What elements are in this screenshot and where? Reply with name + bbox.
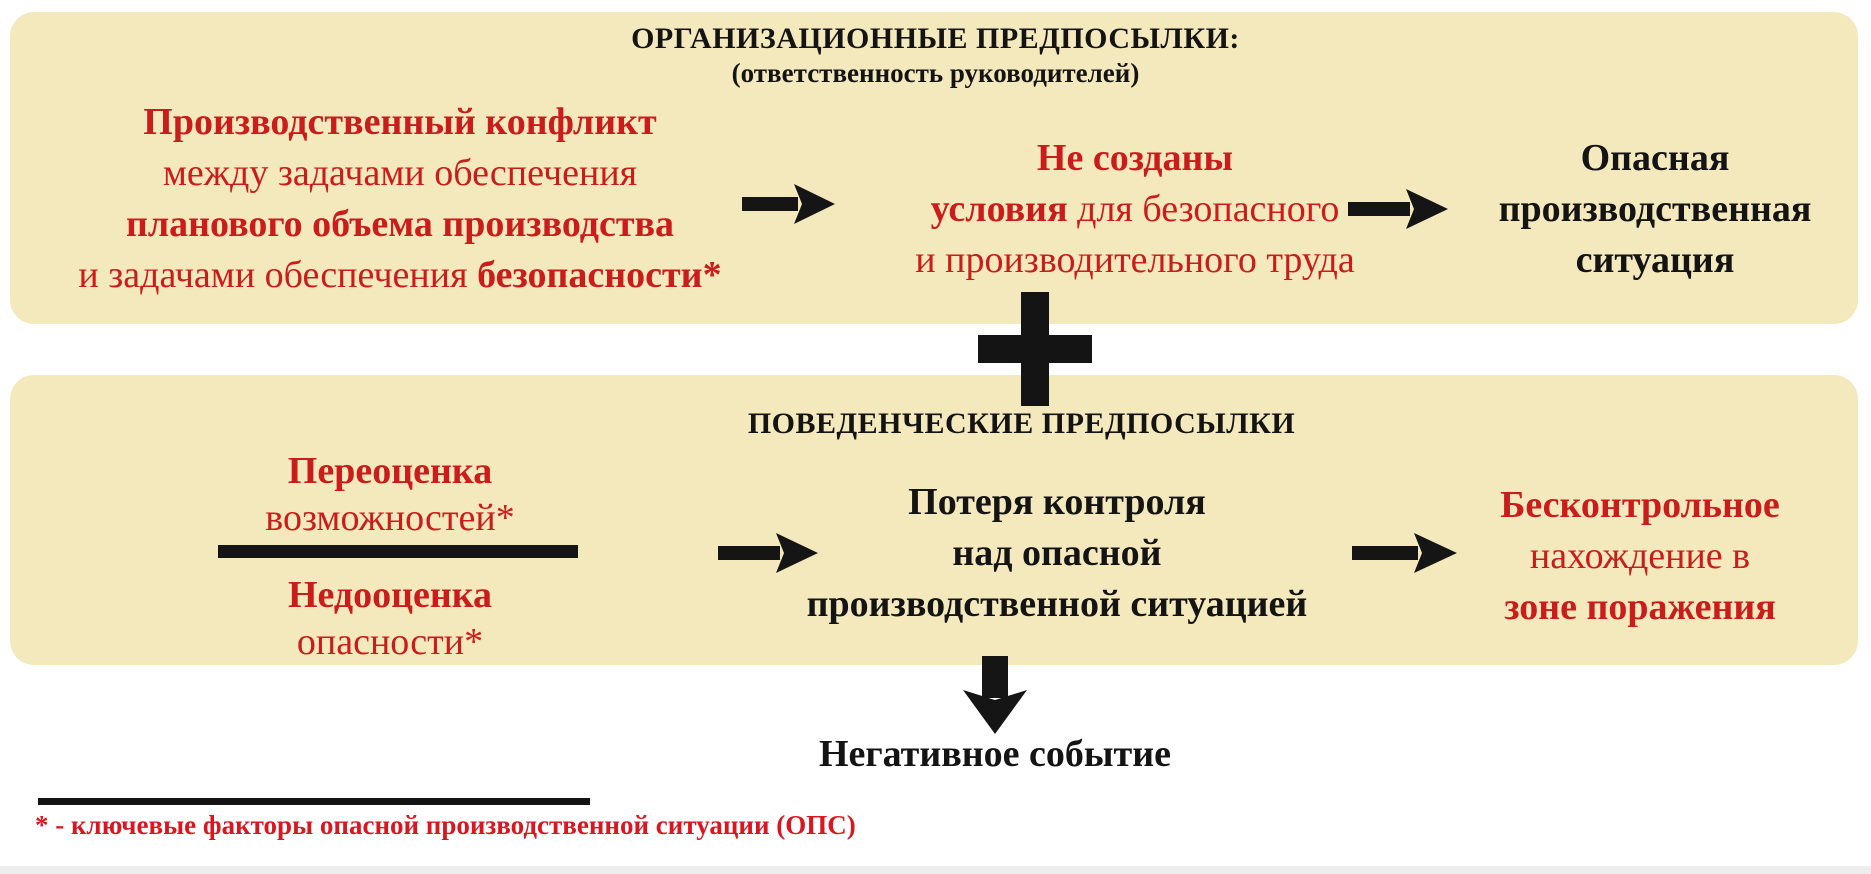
not-created-line-1: Не созданы (1036, 137, 1234, 179)
dangerous-line-1: Опасная (1580, 137, 1730, 179)
not-created-line-2-bold: условия (930, 188, 1068, 230)
dangerous-line-3: ситуация (1575, 239, 1735, 281)
loss-line-2: над опасной (952, 532, 1162, 574)
behavioral-box (10, 375, 1858, 665)
capabilities-text: возможностей* (265, 497, 515, 539)
conflict-line-4: и задачами обеспечения безопасности* (30, 250, 770, 301)
conflict-line-1: Производственный конфликт (143, 101, 657, 143)
uncontrolled-line-3: зоне поражения (1504, 586, 1776, 628)
overestimation-text: Переоценка (287, 450, 493, 492)
bottom-edge-shadow (0, 866, 1871, 874)
not-created-line-3: и производительного труда (915, 239, 1355, 281)
arrow-right-icon (718, 533, 818, 573)
not-created-line-2-regular: для безопасного (1077, 188, 1340, 230)
arrow-down-icon (963, 656, 1027, 734)
arrow-right-icon (1348, 189, 1448, 229)
uncontrolled-line-1: Бесконтрольное (1500, 484, 1780, 526)
footnote-divider-line (38, 798, 590, 805)
loss-line-1: Потеря контроля (908, 481, 1206, 523)
production-conflict-text: Производственный конфликт между задачами… (30, 97, 770, 301)
not-created-line-2: условия для безопасного (885, 184, 1385, 235)
behavioral-title: ПОВЕДЕНЧЕСКИЕ ПРЕДПОСЫЛКИ (747, 407, 1296, 440)
conflict-line-2: между задачами обеспечения (162, 152, 638, 194)
loss-line-3: производственной ситуацией (806, 583, 1308, 625)
organizational-subtitle: (ответственность руководителей) (731, 58, 1140, 88)
ratio-divider-line (218, 545, 578, 558)
organizational-title: ОРГАНИЗАЦИОННЫЕ ПРЕДПОСЫЛКИ: (631, 22, 1240, 55)
plus-icon (978, 292, 1092, 406)
footnote-text: * - ключевые факторы опасной производств… (35, 810, 856, 840)
uncontrolled-presence-text: Бесконтрольное нахождение в зоне поражен… (1430, 480, 1850, 633)
conflict-line-4-bold: безопасности* (477, 254, 722, 296)
dangerous-line-2: производственная (1498, 188, 1812, 230)
arrow-right-icon (742, 184, 835, 224)
uncontrolled-line-2: нахождение в (1529, 535, 1751, 577)
underestimation-text: Недооценка (287, 574, 493, 616)
conditions-not-created-text: Не созданы условия для безопасного и про… (885, 133, 1385, 286)
dangerous-situation-text: Опасная производственная ситуация (1440, 133, 1870, 286)
conflict-line-3: планового объема производства (125, 203, 675, 245)
loss-of-control-text: Потеря контроля над опасной производстве… (777, 477, 1337, 630)
organizational-box (10, 12, 1858, 324)
negative-event-label: Негативное событие (818, 733, 1171, 775)
arrow-right-icon (1352, 533, 1457, 573)
danger-text: опасности* (296, 621, 484, 663)
conflict-line-4-regular: и задачами обеспечения (78, 254, 468, 296)
